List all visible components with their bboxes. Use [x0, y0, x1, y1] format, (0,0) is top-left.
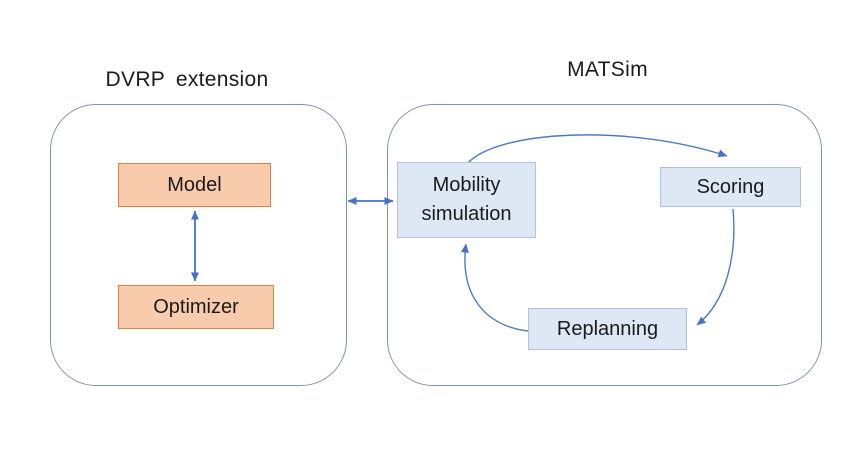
- replanning-box: Replanning: [528, 308, 687, 350]
- scoring-box: Scoring: [660, 167, 801, 207]
- mobility-simulation-box: Mobility simulation: [397, 162, 536, 238]
- dvrp-extension-title: DVRP extension: [105, 68, 269, 91]
- model-box: Model: [118, 163, 271, 207]
- matsim-container: [387, 104, 822, 386]
- matsim-title: MATSim: [567, 58, 648, 81]
- dvrp-extension-container: [50, 104, 347, 386]
- optimizer-box: Optimizer: [118, 285, 274, 329]
